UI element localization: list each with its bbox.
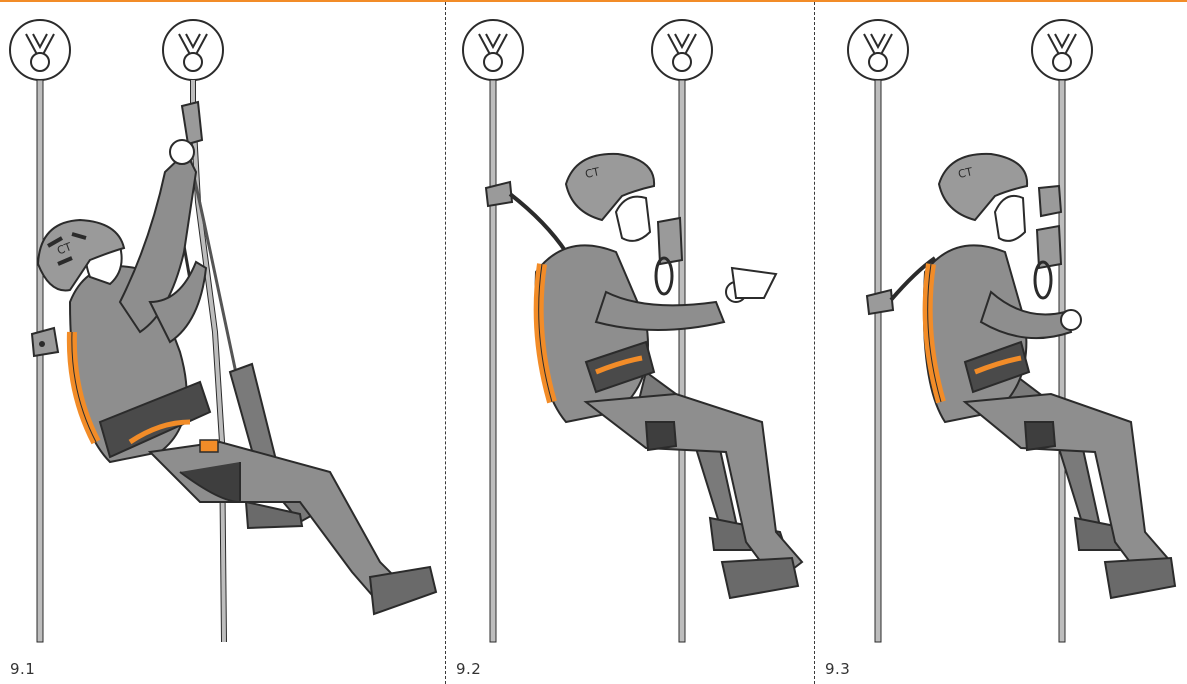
- step-illustration-9-1: CT: [0, 2, 445, 684]
- rope-icon: [1059, 80, 1065, 642]
- anchor-icon: [652, 20, 712, 80]
- anchor-icon: [163, 20, 223, 80]
- descender-device-icon: [486, 182, 566, 252]
- step-panel-9-2: CT 9.2: [446, 2, 814, 684]
- climber-icon: CT: [38, 140, 436, 614]
- step-illustration-9-3: CT: [815, 2, 1187, 684]
- anchor-icon: [848, 20, 908, 80]
- step-label: 9.3: [825, 660, 850, 678]
- rope-icon: [490, 80, 496, 642]
- anchor-icon: [1032, 20, 1092, 80]
- step-label: 9.2: [456, 660, 481, 678]
- rope-icon: [875, 80, 881, 642]
- climber-icon: CT: [924, 154, 1175, 598]
- ascender-icon: [656, 218, 682, 294]
- anchor-icon: [463, 20, 523, 80]
- rope-icon: [37, 80, 43, 642]
- anchor-icon: [10, 20, 70, 80]
- step-panel-9-3: CT 9.3: [815, 2, 1187, 684]
- step-label: 9.1: [10, 660, 35, 678]
- ascender-icon: [1035, 186, 1061, 298]
- step-panel-9-1: CT 9.1: [0, 2, 445, 684]
- rope-icon: [679, 80, 685, 642]
- step-illustration-9-2: CT: [446, 2, 814, 684]
- descender-device-icon: [32, 328, 58, 356]
